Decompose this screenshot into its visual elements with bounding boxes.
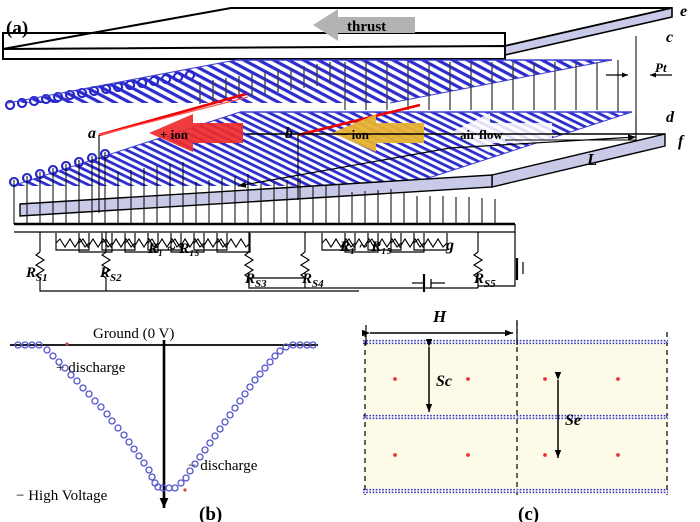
resistor-range-right: R₁ ~ R₁₅ (339, 239, 392, 255)
dimension-Sc-label: Sc (436, 373, 452, 390)
dimension-L: L (237, 118, 637, 188)
resistor-range-labels: R₁ ~ R₁₅ R₁ ~ R₁₅ (147, 239, 392, 257)
dimension-H-label: H (432, 307, 447, 326)
node-label-b: b (285, 125, 293, 142)
node-label-d: d (666, 109, 675, 126)
resistor-ladder-right (321, 233, 448, 253)
resistor-range-left: R₁ ~ R₁₅ (147, 241, 200, 257)
positive-ion-arrow: + ion (149, 114, 243, 152)
panel-a-caption: (a) (6, 18, 28, 39)
panel-a: thrust (1, 3, 687, 292)
dimension-Pt-label: Pt (655, 60, 667, 75)
voltage-source-g: g (412, 237, 454, 292)
label-RS4: RS4 (301, 271, 324, 290)
panel-c: H Sc Se (c) (362, 307, 668, 522)
resistor-ladder-left (55, 233, 251, 253)
node-label-f: f (678, 133, 685, 150)
thrust-arrow: thrust (313, 9, 415, 41)
ground-label: Ground (0 V) (93, 326, 174, 342)
node-label-a: a (88, 125, 96, 142)
ladder-bus (14, 222, 515, 233)
series-negative-discharge (177, 341, 317, 487)
node-label-c: c (666, 29, 673, 46)
negative-discharge-label: − discharge (188, 458, 258, 474)
positive-ion-label: + ion (160, 127, 189, 142)
dimension-Pt: Pt (606, 60, 672, 78)
panel-c-caption: (c) (518, 504, 539, 522)
bottom-plate-f (19, 133, 666, 217)
collector-comb-upper (199, 36, 637, 118)
label-RS2: RS2 (99, 265, 122, 284)
node-leader-lines (98, 135, 299, 213)
right-ground-terminal (515, 258, 524, 280)
high-voltage-label: − High Voltage (16, 488, 108, 504)
dimension-L-label: L (586, 150, 597, 169)
panel-b-caption: (b) (199, 504, 222, 522)
label-RS1: RS1 (25, 265, 48, 284)
red-marker-dots (65, 342, 187, 492)
hv-connection-wires (98, 92, 421, 137)
label-RS3: RS3 (244, 271, 267, 290)
upper-wire-mesh (5, 59, 613, 111)
positive-discharge-label: + discharge (56, 360, 126, 376)
panel-c-dashed-boundaries (364, 320, 668, 495)
red-wire-b (297, 103, 421, 137)
circuit-taps (13, 152, 496, 224)
panel-c-emitter-points (393, 377, 620, 457)
node-label-e: e (680, 3, 687, 20)
dimension-H: H (362, 307, 518, 345)
thrust-label: thrust (347, 19, 386, 35)
source-label-g: g (445, 237, 454, 254)
panel-c-wire-rows (363, 339, 668, 494)
label-RS5: RS5 (473, 271, 496, 290)
panel-b: Ground (0 V) − High Voltage + discharge … (10, 326, 318, 522)
dimension-Se-label: Se (565, 412, 581, 429)
series-positive-discharge (14, 341, 179, 492)
dimension-Se: Se (554, 372, 581, 458)
dimension-Sc: Sc (425, 339, 452, 412)
resistor-ladder-elements (55, 233, 448, 253)
ground-rails (39, 224, 516, 292)
series-resistor-labels: RS1 RS2 RS3 RS4 RS5 (25, 265, 496, 290)
